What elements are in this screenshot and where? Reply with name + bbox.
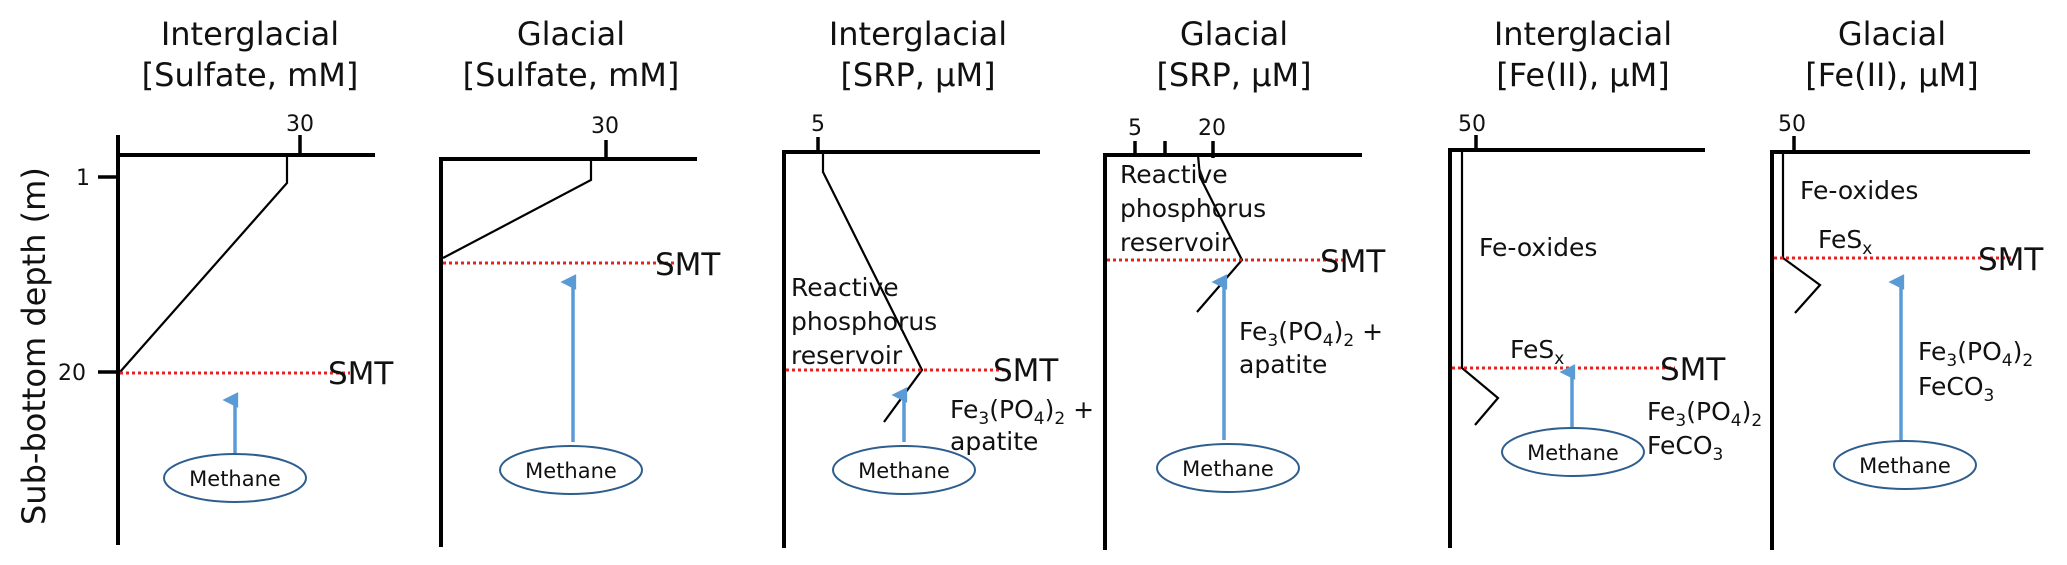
panel-title-line2: [Fe(II), μM] — [1496, 56, 1669, 94]
panel-title-line1: Glacial — [517, 15, 625, 53]
smt-label: SMT — [1660, 352, 1726, 388]
methane-label: Methane — [858, 459, 950, 483]
fe2-profile-line — [1781, 152, 1822, 314]
annotation-fe-oxides: Fe-oxides — [1800, 176, 1918, 205]
x-tick-label: 30 — [591, 114, 619, 139]
annotation-reservoir: reservoir — [791, 341, 903, 370]
panel-title-line1: Interglacial — [161, 15, 339, 53]
panel-interglacial-sulfate: Interglacial [Sulfate, mM] 30 1 20 SMT M… — [58, 15, 394, 545]
x-tick-label-20: 20 — [1198, 116, 1226, 141]
panel-title-line2: [Sulfate, mM] — [142, 56, 359, 94]
mineral-label-apatite: apatite — [1239, 350, 1327, 379]
annotation-phosphorus: phosphorus — [1120, 194, 1266, 223]
panel-glacial-sulfate: Glacial [Sulfate, mM] 30 SMT Methane — [439, 15, 721, 547]
annotation-reactive: Reactive — [1120, 160, 1228, 189]
mineral-label-fe3po42: Fe3(PO4)2 + — [1239, 317, 1383, 351]
sulfate-profile-line — [442, 159, 593, 259]
mineral-label-feco3: FeCO3 — [1647, 431, 1723, 465]
methane-label: Methane — [525, 459, 617, 483]
panel-glacial-srp: Glacial [SRP, μM] 5 20 Reactive phosphor… — [1103, 15, 1386, 550]
mineral-label-feco3: FeCO3 — [1918, 372, 1994, 406]
y-axis-label: Sub-bottom depth (m) — [15, 167, 53, 525]
x-tick-label: 30 — [286, 112, 314, 137]
methane-label: Methane — [1859, 454, 1951, 478]
panel-glacial-fe2: Glacial [Fe(II), μM] 50 Fe-oxides FeSx S… — [1770, 15, 2044, 550]
panel-title-line2: [Sulfate, mM] — [463, 56, 680, 94]
panel-interglacial-srp: Interglacial [SRP, μM] 5 Reactive phosph… — [782, 15, 1094, 548]
x-tick-label: 5 — [811, 112, 825, 137]
x-tick-label: 50 — [1458, 112, 1486, 137]
panel-title-line2: [SRP, μM] — [1156, 56, 1311, 94]
methane-source-ellipse — [1156, 443, 1300, 493]
panel-title-line2: [Fe(II), μM] — [1805, 56, 1978, 94]
mineral-label-fe3po42: Fe3(PO4)2 — [1918, 337, 2033, 371]
annotation-phosphorus: phosphorus — [791, 307, 937, 336]
fe2-profile-line — [1460, 150, 1500, 426]
methane-source-ellipse — [1501, 427, 1645, 477]
methane-source-ellipse — [499, 445, 643, 495]
methane-label: Methane — [1527, 441, 1619, 465]
panel-title-line1: Glacial — [1838, 15, 1946, 53]
sulfate-profile-line — [119, 155, 289, 373]
y-tick-label-1: 1 — [76, 166, 90, 191]
methane-label: Methane — [1182, 457, 1274, 481]
methane-source-ellipse — [163, 453, 307, 503]
panel-title-line2: [SRP, μM] — [840, 56, 995, 94]
annotation-fesx: FeSx — [1818, 225, 1872, 259]
annotation-fe-oxides: Fe-oxides — [1479, 233, 1597, 262]
smt-label: SMT — [993, 353, 1059, 389]
methane-source-ellipse — [1833, 440, 1977, 490]
methane-label: Methane — [189, 467, 281, 491]
mineral-label-fe3po42: Fe3(PO4)2 — [1647, 397, 1762, 431]
smt-label: SMT — [655, 247, 721, 283]
panel-title-line1: Glacial — [1180, 15, 1288, 53]
mineral-label-fe3po42: Fe3(PO4)2 + — [950, 395, 1094, 429]
annotation-fesx: FeSx — [1510, 335, 1564, 369]
x-tick-label: 50 — [1778, 112, 1806, 137]
annotation-reservoir: reservoir — [1120, 228, 1232, 257]
y-tick-label-20: 20 — [58, 361, 86, 386]
panel-interglacial-fe2: Interglacial [Fe(II), μM] 50 Fe-oxides F… — [1448, 15, 1762, 548]
panel-title-line1: Interglacial — [829, 15, 1007, 53]
smt-label: SMT — [1978, 242, 2044, 278]
smt-label: SMT — [328, 356, 394, 392]
annotation-reactive: Reactive — [791, 273, 899, 302]
panel-title-line1: Interglacial — [1494, 15, 1672, 53]
methane-source-ellipse — [832, 445, 976, 495]
mineral-label-apatite: apatite — [950, 427, 1038, 456]
x-tick-label-5: 5 — [1128, 116, 1142, 141]
smt-label: SMT — [1320, 244, 1386, 280]
